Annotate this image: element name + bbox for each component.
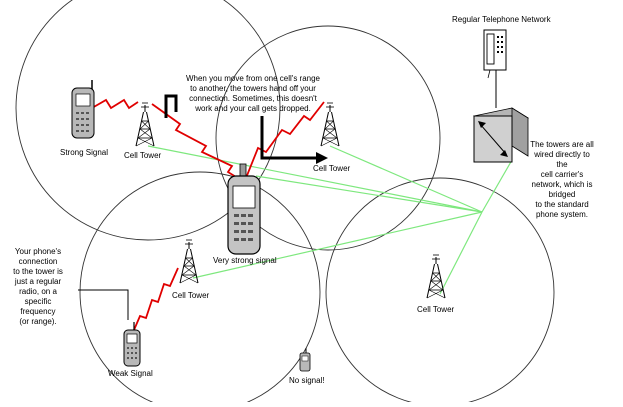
cell-tower-top-left xyxy=(135,102,155,147)
label-cell-tower-top-left: Cell Tower xyxy=(124,151,162,160)
signal-bolt-center-top-left xyxy=(151,103,245,183)
wire-to-exchange xyxy=(481,159,513,213)
regular-network-label: Regular Telephone Network xyxy=(452,15,552,24)
label-weak-signal: Weak Signal xyxy=(108,369,153,378)
wired-note-line: wired directly to xyxy=(533,150,590,159)
telephone-icon xyxy=(483,29,507,108)
coverage-circles xyxy=(15,0,555,407)
signal-bolt-weak xyxy=(133,267,179,331)
coverage-circle-top-right xyxy=(215,25,441,251)
network-wires xyxy=(147,145,513,295)
wired-note-line: network, which is xyxy=(532,180,593,189)
handoff-arrow-right xyxy=(260,116,316,160)
exchange-box-icon xyxy=(472,107,530,163)
wire-bottom-left-tower xyxy=(192,211,483,279)
cell-tower-bottom-right xyxy=(426,254,446,299)
label-strong-signal: Strong Signal xyxy=(60,148,108,157)
wire-top-left-tower xyxy=(147,145,483,213)
handoff-note-line: work and your call gets dropped. xyxy=(194,104,311,113)
phone-note-line: connection xyxy=(19,257,58,266)
wired-note-line: to the standard xyxy=(535,200,588,209)
wired-note-line: phone system. xyxy=(536,210,588,219)
phone-note-line: radio, on a xyxy=(19,287,57,296)
handoff-note-line: When you move from one cell's range xyxy=(186,74,321,83)
phone-note-line: frequency xyxy=(20,307,55,316)
handoff-note-line: to another, the towers hand off your xyxy=(190,84,316,93)
label-cell-tower-top-right: Cell Tower xyxy=(313,164,351,173)
phone-no-signal xyxy=(299,348,311,372)
phone-note-line: (or range). xyxy=(19,317,56,326)
cell-tower-top-right xyxy=(320,102,340,147)
phone-note-line: to the tower is xyxy=(13,267,63,276)
handoff-note: When you move from one cell's range to a… xyxy=(186,74,321,113)
coverage-circle-bottom-left xyxy=(79,171,321,407)
handoff-arrow-left xyxy=(164,94,178,118)
phone-very-strong-signal xyxy=(227,163,261,255)
coverage-circle-top-left xyxy=(15,0,281,241)
wired-note-line: The towers are all xyxy=(530,140,594,149)
label-very-strong-signal: Very strong signal xyxy=(213,256,277,265)
note-bracket xyxy=(78,289,129,320)
handoff-note-line: connection. Sometimes, this doesn't xyxy=(189,94,318,103)
wire-bottom-right-tower xyxy=(439,211,483,295)
cell-tower-bottom-left xyxy=(179,239,199,284)
phone-note-line: just a regular xyxy=(14,277,62,286)
wire-top-right-tower xyxy=(329,145,483,213)
label-no-signal: No signal! xyxy=(289,376,325,385)
signal-bolts xyxy=(91,98,325,331)
wired-note-line: cell carrier's xyxy=(541,170,583,179)
phone-strong-signal xyxy=(71,80,95,139)
signal-bolt-center-top-right xyxy=(245,101,325,179)
arrow-head-right xyxy=(316,152,328,164)
phone-connection-note: Your phone's connection to the tower is … xyxy=(13,247,63,326)
phone-note-line: Your phone's xyxy=(15,247,61,256)
handoff-arrows xyxy=(164,94,316,160)
signal-bolt-strong xyxy=(91,98,139,110)
label-cell-tower-bottom-left: Cell Tower xyxy=(172,291,210,300)
wire-phone-center xyxy=(255,175,483,213)
phone-weak-signal xyxy=(123,322,141,367)
wired-note-line: the xyxy=(556,160,568,169)
phone-note-line: specific xyxy=(25,297,52,306)
label-cell-tower-bottom-right: Cell Tower xyxy=(417,305,455,314)
wired-note-line: bridged xyxy=(549,190,576,199)
wired-note: The towers are all wired directly to the… xyxy=(530,140,594,219)
